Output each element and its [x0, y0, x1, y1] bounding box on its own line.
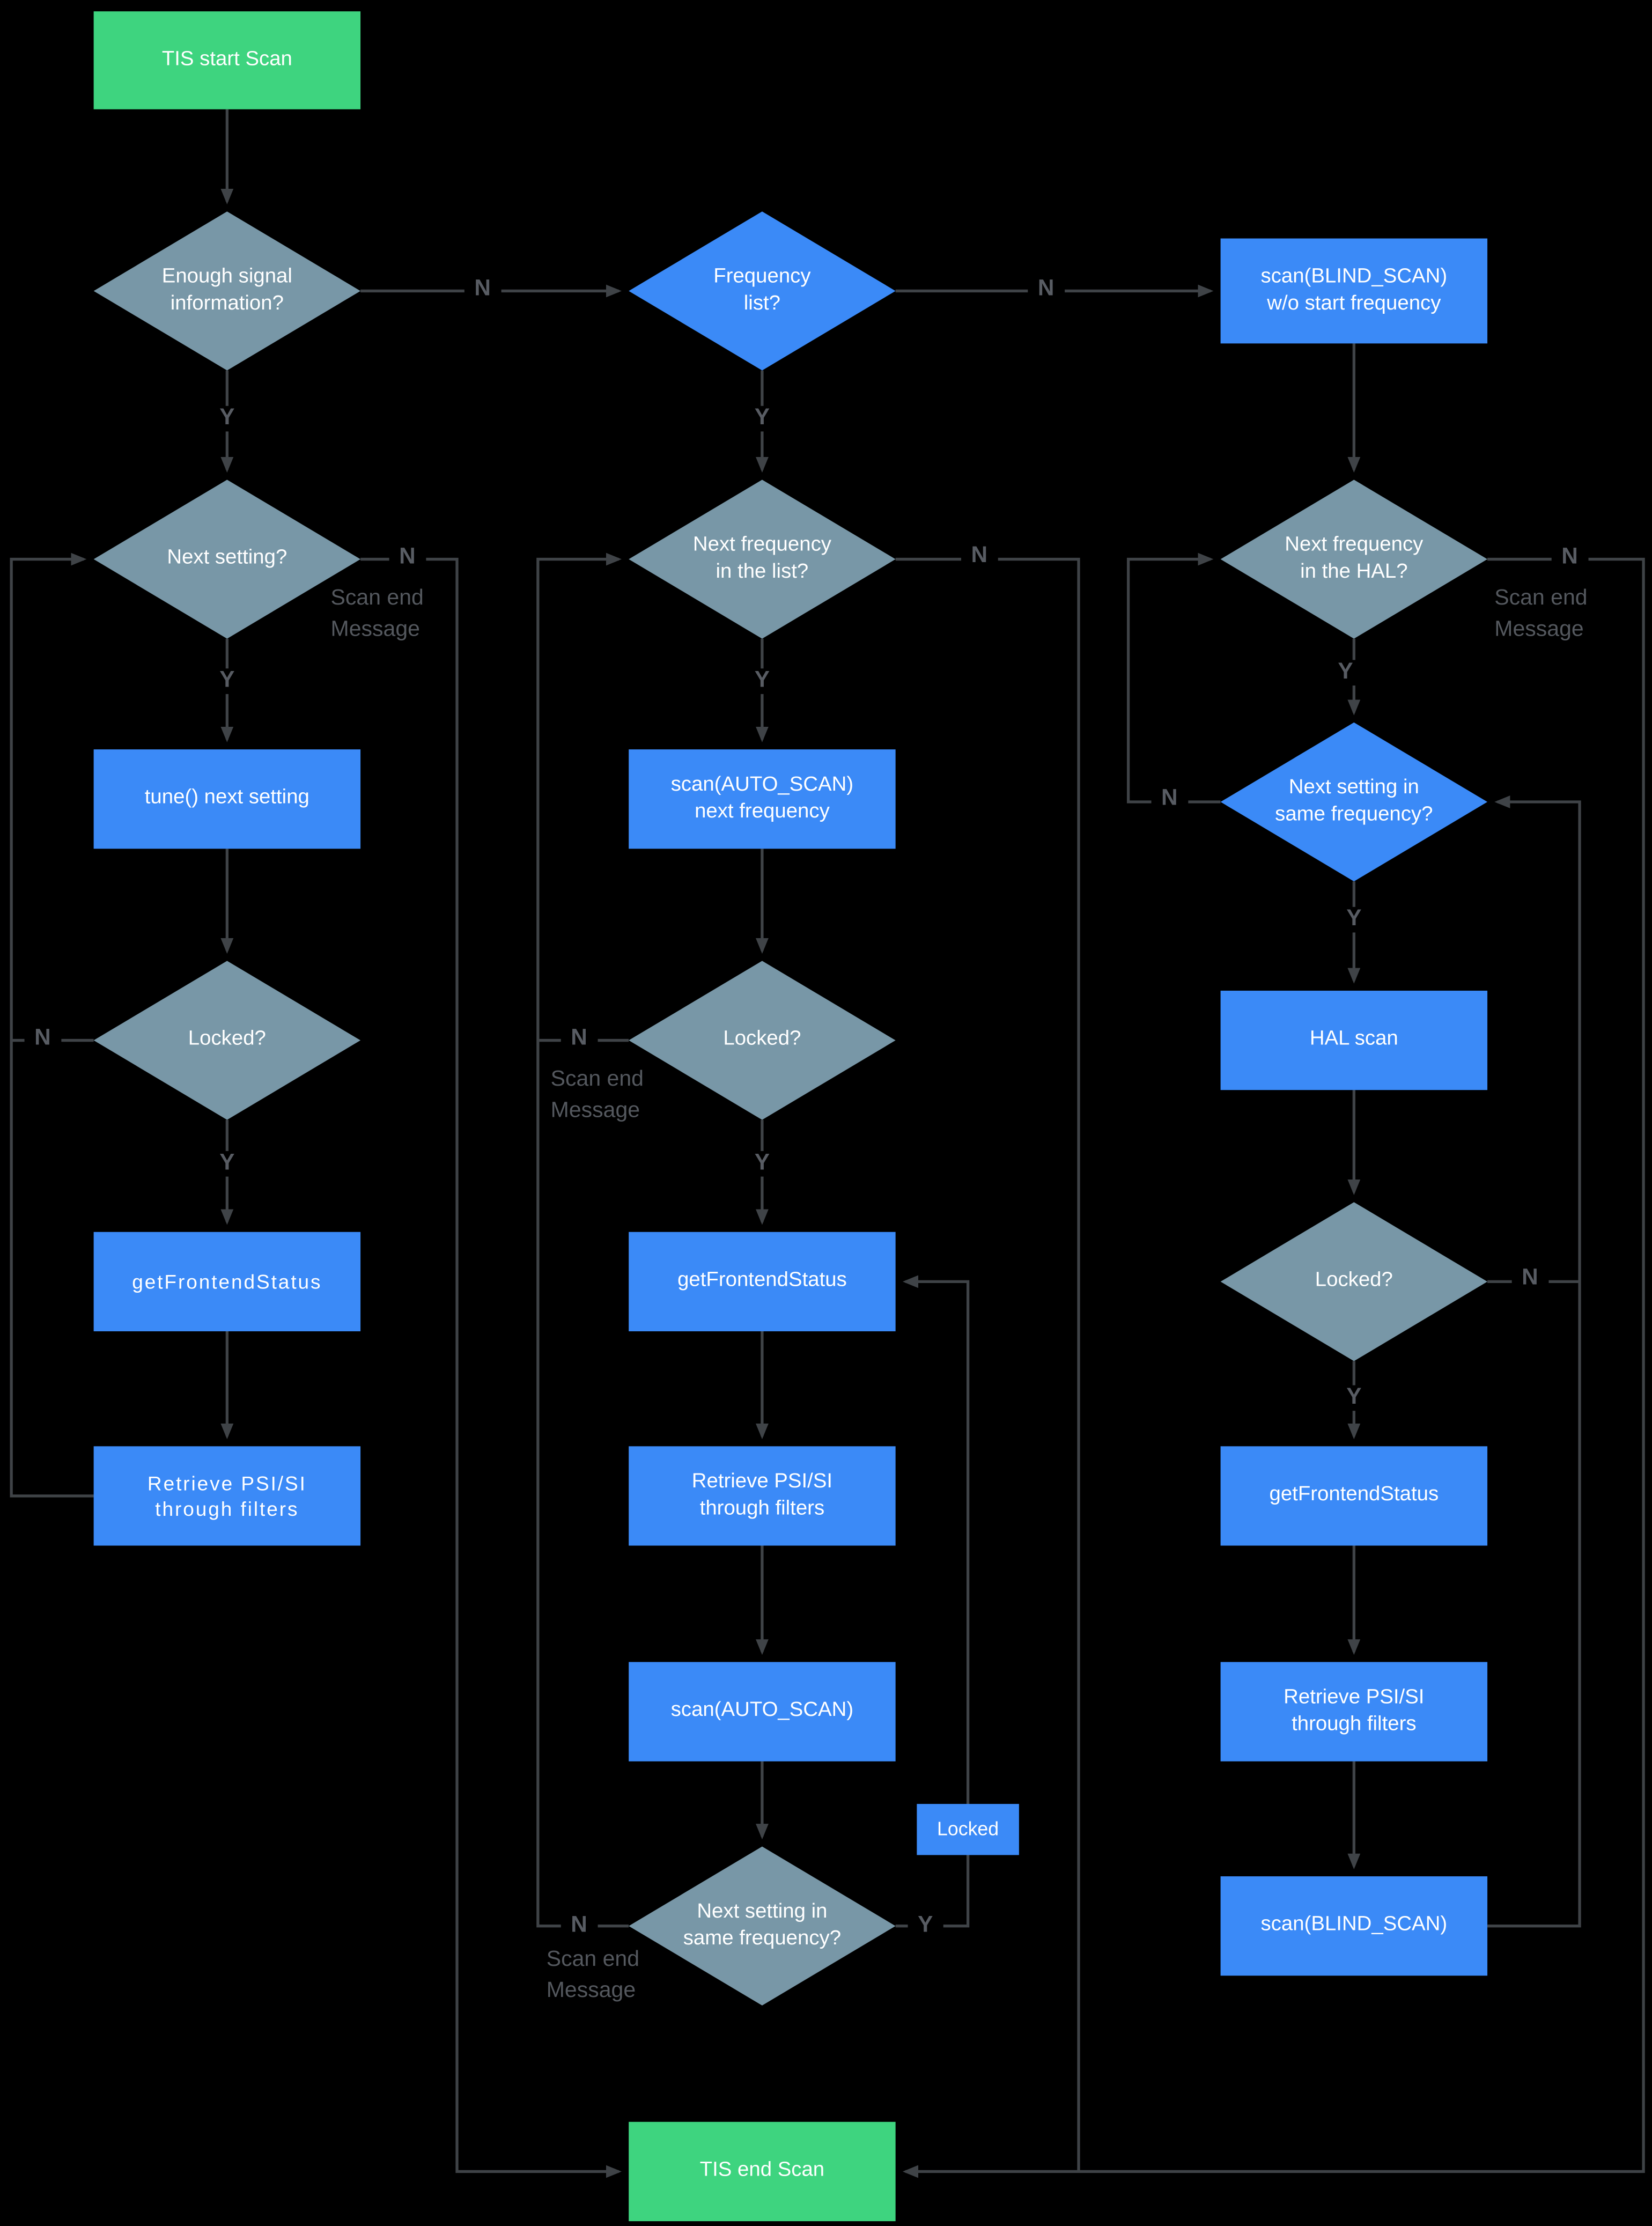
edge-retrieve1-loop-to-next-setting — [10, 552, 94, 1498]
edge-blindscan-loop-to-same-freq-hal — [1487, 795, 1581, 1928]
edge-label-enough-signal-n: N — [464, 276, 501, 303]
note-scan-end-col3: Scan end Message — [1494, 586, 1588, 642]
edge-label-same-freq-list-n: N — [560, 1913, 598, 1939]
edge-label-enough-signal-y: Y — [209, 406, 245, 432]
edge-label-locked1-n: N — [24, 1026, 61, 1052]
node-retrieve-psi-si-col3: Retrieve PSI/SI through filters — [1220, 1662, 1488, 1761]
edge-loop-to-next-freq-list — [536, 552, 629, 1928]
edge-label-next-freq-list-y: Y — [744, 668, 780, 694]
edge-label-locked1-y: Y — [209, 1151, 245, 1177]
node-scan-blind-scan: scan(BLIND_SCAN) — [1220, 1876, 1488, 1976]
node-scan-auto-scan: scan(AUTO_SCAN) — [629, 1662, 896, 1761]
edge-label-next-setting-n: N — [389, 545, 426, 571]
edge-label-next-setting-y: Y — [209, 668, 245, 694]
edge-label-same-freq-hal-n: N — [1151, 786, 1188, 812]
node-retrieve-psi-si-col2: Retrieve PSI/SI through filters — [629, 1446, 896, 1546]
node-scan-auto-scan-next-frequency: scan(AUTO_SCAN) next frequency — [629, 749, 896, 849]
edge-label-locked3-y: Y — [1336, 1385, 1371, 1411]
node-get-frontend-status-col3: getFrontendStatus — [1220, 1446, 1488, 1546]
edge-label-next-freq-hal-y: Y — [1328, 660, 1363, 686]
note-scan-end-col1: Scan end Message — [330, 586, 424, 642]
node-tis-end-scan: TIS end Scan — [629, 2121, 896, 2222]
edge-same-freq-hal-n-loop — [1126, 552, 1221, 804]
edge-label-next-freq-list-n: N — [961, 543, 998, 570]
edge-label-same-freq-hal-y: Y — [1336, 906, 1371, 933]
edge-label-frequency-list-y: Y — [744, 406, 780, 432]
node-retrieve-psi-si-col1: Retrieve PSI/SI through filters — [93, 1446, 361, 1546]
edge-label-frequency-list-n: N — [1028, 276, 1064, 303]
node-get-frontend-status-col1: getFrontendStatus — [93, 1232, 361, 1331]
edge-label-locked3-n: N — [1511, 1266, 1548, 1292]
node-tis-start-scan: TIS start Scan — [93, 11, 361, 109]
note-scan-end-col2-locked: Scan end Message — [550, 1067, 644, 1123]
node-hal-scan: HAL scan — [1220, 990, 1488, 1090]
edge-next-freq-list-n-scan-end — [895, 557, 1080, 2172]
edge-label-same-freq-list-y: Y — [908, 1913, 943, 1939]
tag-locked-state: Locked — [917, 1804, 1019, 1855]
edge-label-locked2-n: N — [560, 1026, 598, 1052]
edge-label-next-freq-hal-n: N — [1551, 545, 1588, 571]
node-blind-scan-wo-start-frequency: scan(BLIND_SCAN) w/o start frequency — [1220, 238, 1488, 344]
edge-label-locked2-y: Y — [744, 1151, 780, 1177]
note-scan-end-col2-setting: Scan end Message — [546, 1947, 640, 2003]
node-get-frontend-status-col2: getFrontendStatus — [629, 1232, 896, 1331]
node-tune-next-setting: tune() next setting — [93, 749, 361, 849]
